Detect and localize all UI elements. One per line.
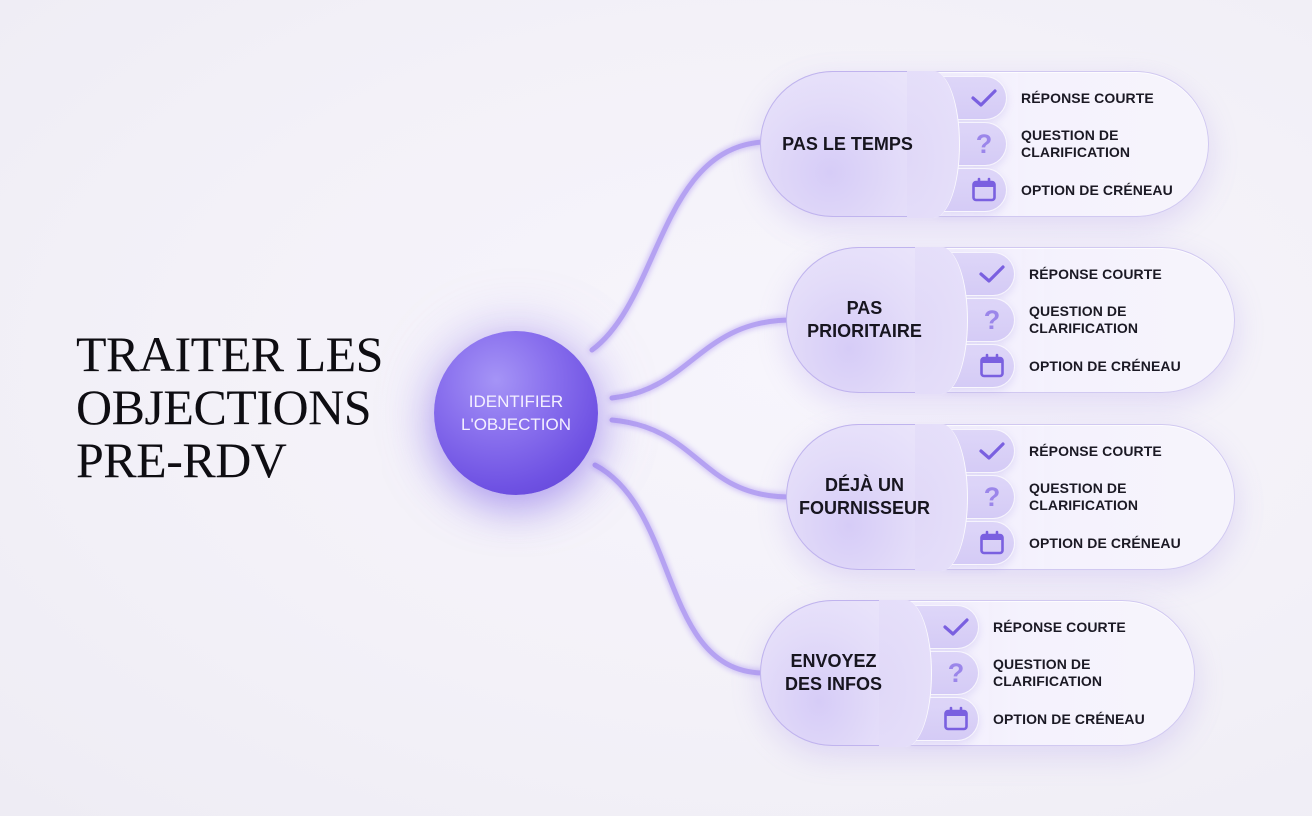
option-label: QUESTION DE CLARIFICATION [1029, 480, 1139, 513]
option-creneau[interactable]: OPTION DE CRÉNEAU [937, 168, 1173, 212]
objection-label-line: ENVOYEZ [790, 651, 877, 671]
objection-label-line: FOURNISSEUR [798, 498, 930, 518]
objection-label-line: PAS LE TEMPS [782, 133, 913, 154]
objection-card-envoyez-des-infos[interactable]: ENVOYEZ DES INFOS RÉPONSE COURTE ? QUEST… [760, 599, 1195, 747]
option-label: RÉPONSE COURTE [993, 618, 1126, 635]
objection-label-line: PAS [846, 298, 883, 318]
link-pas-le-temps [589, 139, 765, 353]
option-label: RÉPONSE COURTE [1029, 442, 1162, 459]
option-label: RÉPONSE COURTE [1029, 265, 1162, 282]
option-label: QUESTION DE CLARIFICATION [993, 656, 1103, 689]
option-creneau[interactable]: OPTION DE CRÉNEAU [909, 697, 1145, 741]
objection-card-pas-prioritaire[interactable]: PAS PRIORITAIRE RÉPONSE COURTE ? QUESTIO… [786, 246, 1235, 394]
option-question-clarification[interactable]: ? QUESTION DE CLARIFICATION [937, 122, 1173, 166]
option-question-clarification[interactable]: ? QUESTION DE CLARIFICATION [945, 475, 1181, 519]
link-deja-un-fournisseur [609, 417, 791, 500]
option-question-clarification[interactable]: ? QUESTION DE CLARIFICATION [909, 651, 1145, 695]
option-creneau[interactable]: OPTION DE CRÉNEAU [945, 344, 1181, 388]
option-reponse-courte[interactable]: RÉPONSE COURTE [909, 605, 1145, 649]
objection-label-line: PRIORITAIRE [807, 321, 922, 341]
hub-label-line: L'OBJECTION [461, 415, 571, 434]
page-title: TRAITER LES OBJECTIONS PRE-RDV [76, 328, 383, 487]
hub-identifier-objection[interactable]: IDENTIFIER L'OBJECTION [434, 331, 598, 495]
options-list: RÉPONSE COURTE ? QUESTION DE CLARIFICATI… [909, 605, 1145, 741]
option-label: OPTION DE CRÉNEAU [1021, 181, 1173, 198]
objection-label: PAS PRIORITAIRE [786, 246, 968, 394]
link-envoyez-des-infos [592, 462, 765, 676]
option-reponse-courte[interactable]: RÉPONSE COURTE [937, 76, 1173, 120]
options-list: RÉPONSE COURTE ? QUESTION DE CLARIFICATI… [945, 252, 1181, 388]
link-pas-prioritaire [609, 317, 791, 401]
objection-label: ENVOYEZ DES INFOS [760, 599, 932, 747]
options-list: RÉPONSE COURTE ? QUESTION DE CLARIFICATI… [937, 76, 1173, 212]
option-reponse-courte[interactable]: RÉPONSE COURTE [945, 252, 1181, 296]
option-label: QUESTION DE CLARIFICATION [1021, 127, 1131, 160]
hub-label-line: IDENTIFIER [468, 392, 564, 411]
option-creneau[interactable]: OPTION DE CRÉNEAU [945, 521, 1181, 565]
objection-label-line: DÉJÀ UN [824, 475, 904, 495]
objection-card-deja-un-fournisseur[interactable]: DÉJÀ UN FOURNISSEUR RÉPONSE COURTE ? QUE… [786, 423, 1235, 571]
option-label: QUESTION DE CLARIFICATION [1029, 303, 1139, 336]
title-line: PRE-RDV [76, 432, 287, 488]
option-label: OPTION DE CRÉNEAU [1029, 534, 1181, 551]
objection-label-line: DES INFOS [784, 674, 882, 694]
objection-card-pas-le-temps[interactable]: PAS LE TEMPS RÉPONSE COURTE ? QUESTION D… [760, 70, 1209, 218]
option-label: OPTION DE CRÉNEAU [1029, 357, 1181, 374]
option-reponse-courte[interactable]: RÉPONSE COURTE [945, 429, 1181, 473]
title-line: OBJECTIONS [76, 379, 372, 435]
option-question-clarification[interactable]: ? QUESTION DE CLARIFICATION [945, 298, 1181, 342]
title-line: TRAITER LES [76, 326, 383, 382]
options-list: RÉPONSE COURTE ? QUESTION DE CLARIFICATI… [945, 429, 1181, 565]
objection-label: PAS LE TEMPS [760, 70, 960, 218]
objection-label: DÉJÀ UN FOURNISSEUR [786, 423, 968, 571]
option-label: OPTION DE CRÉNEAU [993, 710, 1145, 727]
option-label: RÉPONSE COURTE [1021, 89, 1154, 106]
